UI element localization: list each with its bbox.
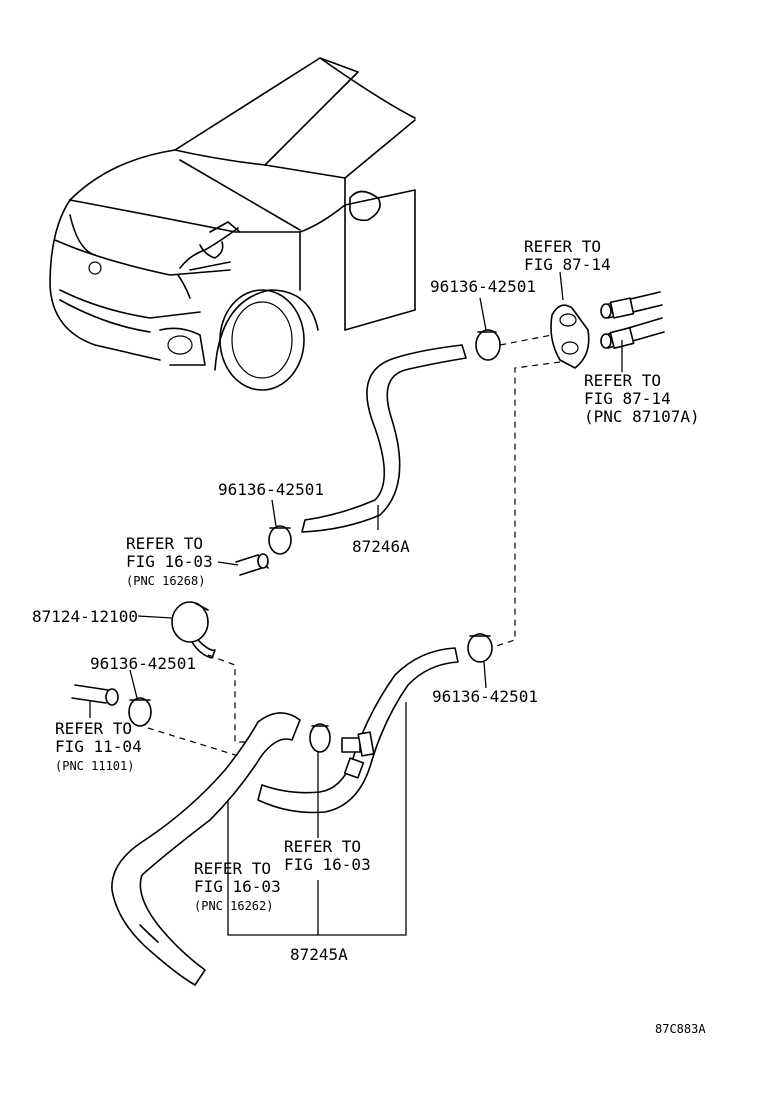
vehicle-illustration [49,57,416,391]
hose-87245a [111,712,301,986]
label-clamp-mid-part-number[interactable]: 96136-42501 [218,480,324,499]
leader-lines [89,271,623,936]
figure-id: 87C883A [655,1022,706,1036]
label-clamp-top-part-number[interactable]: 96136-42501 [430,277,536,296]
label-hose-87245a[interactable]: 87245A [290,945,348,964]
clamp-center [309,723,331,753]
pipe-16268 [235,553,269,576]
label-pnc-11101: (PNC 11101) [55,759,135,773]
pipes-upper-right [600,291,665,349]
label-refer-fig-16-03-center: REFER TO FIG 16-03 [284,837,371,874]
label-hose-87246a[interactable]: 87246A [352,537,410,556]
tee-fitting [341,731,375,779]
label-refer-fig-87-14-pnc: REFER TO FIG 87-14 (PNC 87107A) [584,371,700,426]
hose-87245a-branch [257,647,459,814]
label-refer-fig-16-03-pnc16268: REFER TO FIG 16-03 [126,534,213,571]
label-refer-fig-11-04: REFER TO FIG 11-04 [55,719,142,756]
grommet-connector [550,304,590,369]
label-pnc-16262: (PNC 16262) [194,899,274,913]
hose-87246a [301,344,467,533]
label-clamp-right-lower-part-number[interactable]: 96136-42501 [432,687,538,706]
label-refer-fig-16-03-pnc16262: REFER TO FIG 16-03 [194,859,281,896]
clamp-left [128,697,152,727]
pipe-11101 [71,684,119,706]
clamp-87124 [171,601,216,659]
clamp-mid [268,525,292,555]
label-clamp-left-part-number[interactable]: 96136-42501 [90,654,196,673]
label-refer-fig-87-14-top: REFER TO FIG 87-14 [524,237,611,274]
label-clamp-87124-12100[interactable]: 87124-12100 [32,607,138,626]
clamp-top [475,329,501,361]
label-pnc-16268: (PNC 16268) [126,574,206,588]
clamp-right-lower [467,633,493,663]
